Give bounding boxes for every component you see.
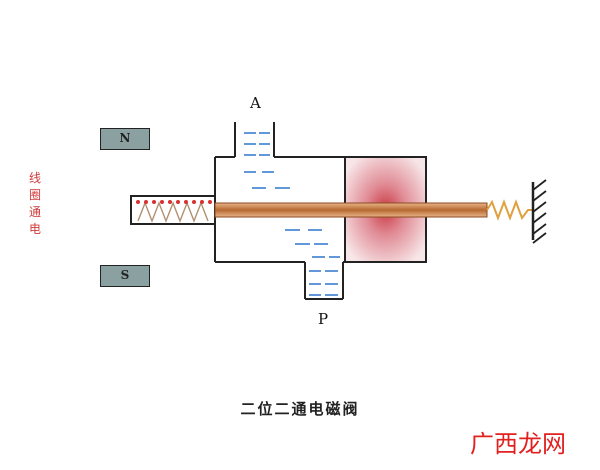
port-p-pipe	[304, 262, 344, 300]
diagram-caption: 二位二通电磁阀	[240, 400, 360, 418]
magnet-north: N	[100, 128, 150, 150]
return-spring	[486, 199, 533, 221]
fluid-dashes	[244, 171, 340, 258]
magnet-south: S	[100, 265, 150, 287]
coil-current-dots	[136, 200, 212, 204]
port-a-pipe	[234, 122, 275, 157]
port-p-label: P	[318, 310, 329, 328]
port-a-label: A	[250, 94, 261, 112]
push-rod	[214, 202, 488, 218]
coil-energized-label: 线圈通电	[29, 171, 42, 236]
watermark-logo: 广西龙网	[470, 430, 566, 458]
fixed-wall	[531, 179, 547, 244]
coil	[130, 195, 216, 225]
